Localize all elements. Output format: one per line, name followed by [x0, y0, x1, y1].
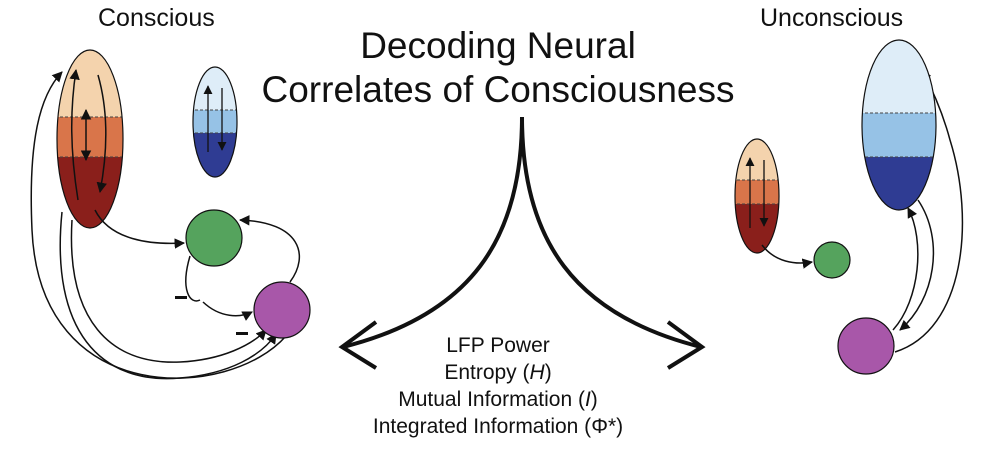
cortex-column-conscious [57, 50, 123, 228]
unconscious-network [734, 39, 964, 375]
green-node-conscious [185, 209, 243, 267]
loop-unconscious-inner [892, 207, 919, 331]
measure-mutual-information: Mutual Information (I) [398, 388, 598, 411]
cortex-column-unconscious [735, 139, 779, 253]
purple-node-conscious [253, 281, 311, 339]
edge-purple-to-green [238, 215, 301, 283]
loop-conscious-mid [59, 211, 277, 380]
thalamus-column-unconscious [862, 40, 936, 210]
purple-node-unconscious [837, 317, 895, 375]
arrow-left-icon [338, 320, 378, 370]
split-curve-left [342, 116, 524, 349]
unconscious-label: Unconscious [760, 4, 904, 32]
green-node-unconscious [813, 241, 851, 279]
title-line-2: Correlates of Consciousness [261, 69, 735, 110]
inhibition-minus-2 [236, 332, 248, 335]
measure-lfp-power: LFP Power [446, 334, 550, 357]
loop-unconscious-mid [899, 199, 935, 331]
conscious-label: Conscious [98, 4, 215, 32]
title-line-1: Decoding Neural [360, 25, 636, 66]
split-arrow [338, 116, 706, 370]
thalamus-column-conscious [193, 67, 237, 177]
edge-green-to-purple [185, 255, 201, 302]
inhibition-minus-1 [175, 296, 187, 299]
split-curve-right [520, 116, 702, 349]
measure-entropy: Entropy (H) [444, 361, 552, 384]
measure-integrated-information: Integrated Information (Φ*) [372, 415, 624, 438]
loop-conscious-inner [70, 219, 267, 363]
edge-cortex-to-green-unconscious [761, 244, 814, 269]
loop-conscious-outer [30, 71, 287, 379]
edge-cortex-to-green [94, 209, 186, 249]
arrow-right-icon [666, 320, 706, 370]
